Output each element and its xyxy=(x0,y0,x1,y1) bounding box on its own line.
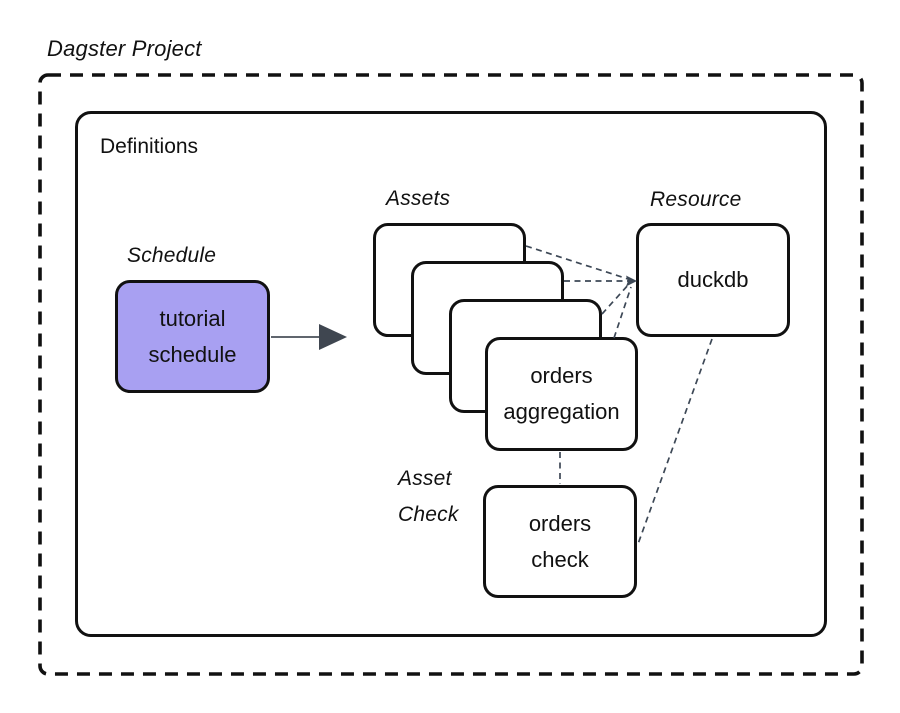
orders-check-node: orders check xyxy=(483,485,637,598)
schedule-section-label: Schedule xyxy=(127,244,217,267)
orders-check-node-label: orders check xyxy=(528,510,592,572)
asset-check-section-label: Asset Check xyxy=(398,467,459,526)
tutorial-schedule-node: tutorial schedule xyxy=(115,280,270,393)
duckdb-node: duckdb xyxy=(636,223,790,337)
diagram-title: Dagster Project xyxy=(47,36,202,61)
definitions-label: Definitions xyxy=(100,135,199,158)
orders-aggregation-node-label: orders aggregation xyxy=(503,363,620,424)
assets-section-label: Assets xyxy=(386,187,451,210)
resource-section-label: Resource xyxy=(650,188,742,211)
duckdb-node-label: duckdb xyxy=(677,267,749,292)
orders-aggregation-node: orders aggregation xyxy=(485,337,638,451)
tutorial-schedule-node-label: tutorial schedule xyxy=(148,305,237,367)
